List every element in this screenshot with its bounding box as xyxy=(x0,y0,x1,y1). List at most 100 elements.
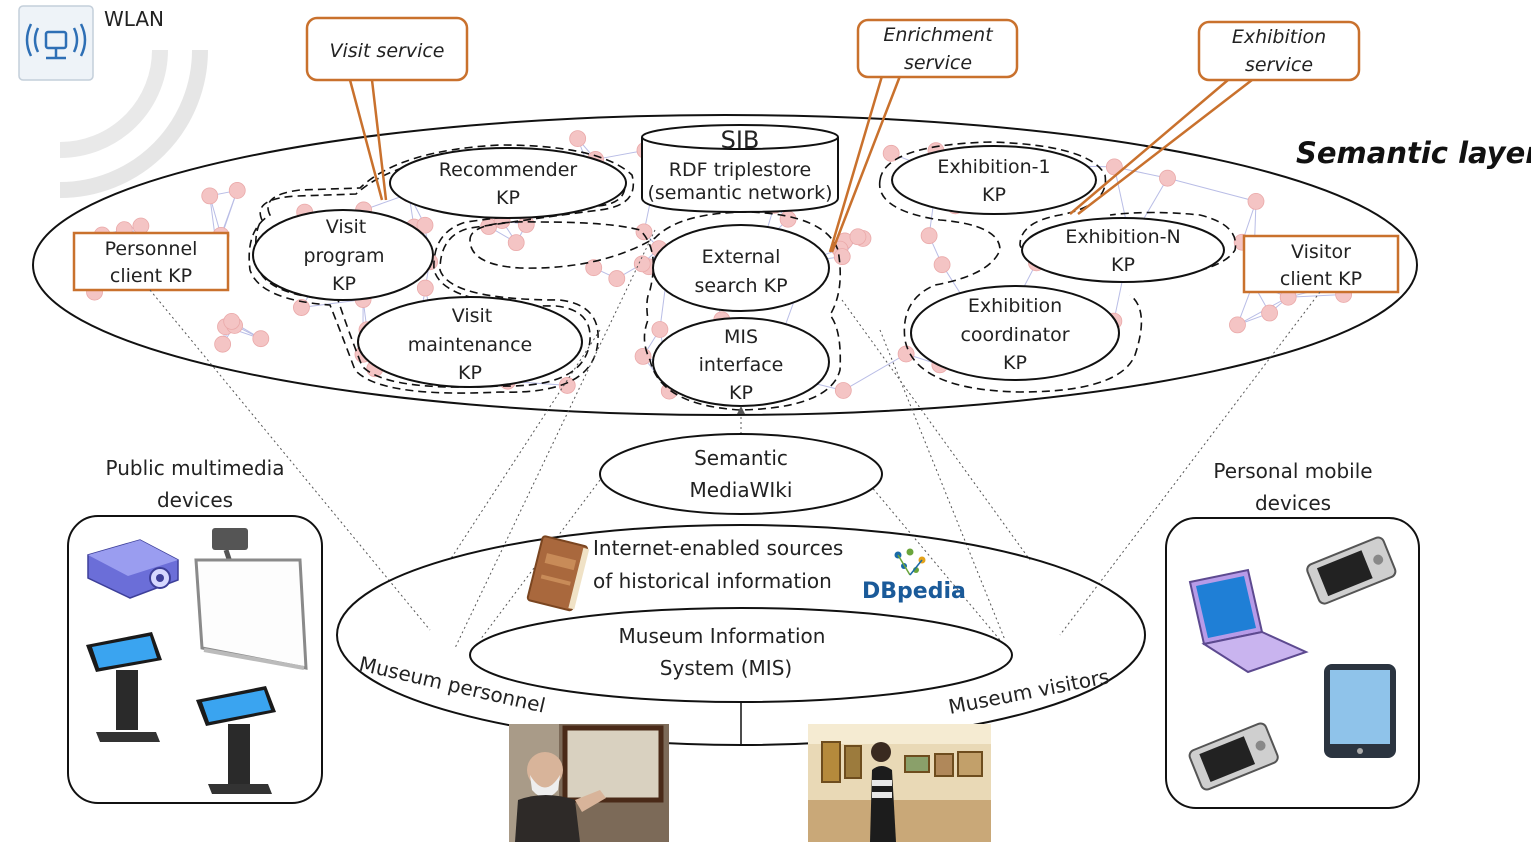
svg-text:MediaWIki: MediaWIki xyxy=(690,478,793,502)
network-node xyxy=(1261,304,1278,322)
network-node xyxy=(633,255,651,273)
network-node xyxy=(651,321,669,338)
svg-text:MIS: MIS xyxy=(724,326,758,348)
exhibition-n-kp: Exhibition-N KP xyxy=(1021,217,1225,283)
personal-devices-label-1: Personal mobile xyxy=(1213,459,1372,483)
network-node xyxy=(214,335,232,353)
personal-devices-label-2: devices xyxy=(1255,491,1331,515)
svg-text:KP: KP xyxy=(982,184,1006,206)
svg-text:Exhibition-N: Exhibition-N xyxy=(1065,226,1180,248)
network-node xyxy=(634,347,652,365)
personnel-client-kp: Personnel client KP xyxy=(72,231,230,292)
svg-text:client KP: client KP xyxy=(110,265,192,287)
svg-text:DBpedia: DBpedia xyxy=(862,579,966,604)
network-node xyxy=(293,299,310,316)
network-edge xyxy=(1167,177,1257,202)
mis-ellipse: Museum Information System (MIS) xyxy=(469,607,1013,703)
kiosk-icon-2 xyxy=(196,686,276,794)
projector-icon xyxy=(87,539,179,599)
svg-text:External: External xyxy=(702,246,781,268)
wlan-icon xyxy=(18,5,208,198)
exhibition-service-callout: Exhibition service xyxy=(1069,20,1361,215)
svg-text:KP: KP xyxy=(332,273,356,295)
network-edge xyxy=(843,353,907,391)
network-node xyxy=(507,234,525,252)
network-node xyxy=(1247,193,1265,210)
network-node xyxy=(1159,169,1176,187)
enrichment-service-group-outline xyxy=(469,211,842,411)
dotted-connections xyxy=(149,229,1321,649)
exhibition-service-group-outline xyxy=(878,141,1237,393)
semantic-mediawiki: Semantic MediaWIki xyxy=(599,433,883,515)
network-node xyxy=(834,382,852,399)
svg-text:Visitor: Visitor xyxy=(1291,241,1351,263)
internet-sources-line-2: of historical information xyxy=(593,569,832,593)
svg-text:KP: KP xyxy=(458,362,482,384)
svg-text:KP: KP xyxy=(496,187,520,209)
mis-interface-kp: MIS interface KP xyxy=(652,317,830,407)
network-node xyxy=(223,313,241,330)
sib-line-1: RDF triplestore xyxy=(669,159,811,181)
network-node xyxy=(849,228,867,246)
svg-text:KP: KP xyxy=(729,382,753,404)
network-node xyxy=(833,248,851,266)
svg-text:Visit: Visit xyxy=(326,216,367,238)
network-node xyxy=(779,210,797,228)
svg-text:Visit service: Visit service xyxy=(329,40,444,62)
network-node xyxy=(517,216,535,233)
network-node xyxy=(252,330,270,348)
dbpedia-logo: DBpedia xyxy=(862,548,966,604)
svg-text:Visit: Visit xyxy=(452,305,493,327)
visit-service-group-outline xyxy=(248,144,635,394)
network-node xyxy=(132,217,150,235)
svg-text:Enrichment: Enrichment xyxy=(883,24,994,46)
network-node xyxy=(569,130,587,148)
sib-line-2: (semantic network) xyxy=(648,182,833,204)
svg-text:service: service xyxy=(904,52,972,74)
svg-text:Personnel: Personnel xyxy=(105,238,198,260)
network-node xyxy=(585,259,603,277)
public-devices-label-2: devices xyxy=(157,488,233,512)
wlan-label: WLAN xyxy=(104,7,164,31)
svg-text:Semantic: Semantic xyxy=(694,446,788,470)
network-edge xyxy=(1288,293,1344,298)
svg-text:client KP: client KP xyxy=(1280,268,1362,290)
museum-personnel-photo xyxy=(509,724,669,842)
recommender-kp: Recommender KP xyxy=(389,147,627,219)
svg-text:interface: interface xyxy=(699,354,784,376)
network-node xyxy=(416,279,434,297)
museum-visitors-photo xyxy=(808,724,991,842)
network-node xyxy=(416,216,434,234)
kiosk-icon-1 xyxy=(86,632,162,742)
network-edge xyxy=(301,299,364,309)
svg-text:Recommender: Recommender xyxy=(439,159,578,181)
network-node xyxy=(635,223,653,241)
svg-text:System (MIS): System (MIS) xyxy=(660,656,792,680)
external-search-kp: External search KP xyxy=(652,224,830,312)
exhibition-coordinator-kp: Exhibition coordinator KP xyxy=(910,285,1120,381)
pda-icon-2 xyxy=(1188,722,1279,791)
smart-board-icon xyxy=(194,528,308,670)
visit-program-kp: Visit program KP xyxy=(252,209,434,301)
semantic-layer-title: Semantic layer xyxy=(1296,136,1531,170)
public-devices-label-1: Public multimedia xyxy=(106,456,285,480)
network-node xyxy=(201,187,219,205)
laptop-icon xyxy=(1188,568,1309,674)
svg-text:KP: KP xyxy=(1003,352,1027,374)
visitor-client-kp: Visitor client KP xyxy=(1242,234,1400,294)
svg-text:search KP: search KP xyxy=(694,275,787,297)
svg-text:service: service xyxy=(1245,54,1313,76)
svg-text:program: program xyxy=(303,245,384,267)
pda-icon-1 xyxy=(1306,536,1397,605)
exhibition-1-kp: Exhibition-1 KP xyxy=(891,145,1097,215)
network-node xyxy=(920,227,938,245)
network-node xyxy=(882,144,900,162)
svg-text:Exhibition: Exhibition xyxy=(968,295,1062,317)
network-node xyxy=(897,345,915,363)
network-node xyxy=(228,182,246,199)
tablet-icon xyxy=(1324,664,1396,758)
visit-service-callout: Visit service xyxy=(305,16,469,201)
book-icon xyxy=(526,535,590,612)
svg-text:Museum Information: Museum Information xyxy=(619,624,826,648)
